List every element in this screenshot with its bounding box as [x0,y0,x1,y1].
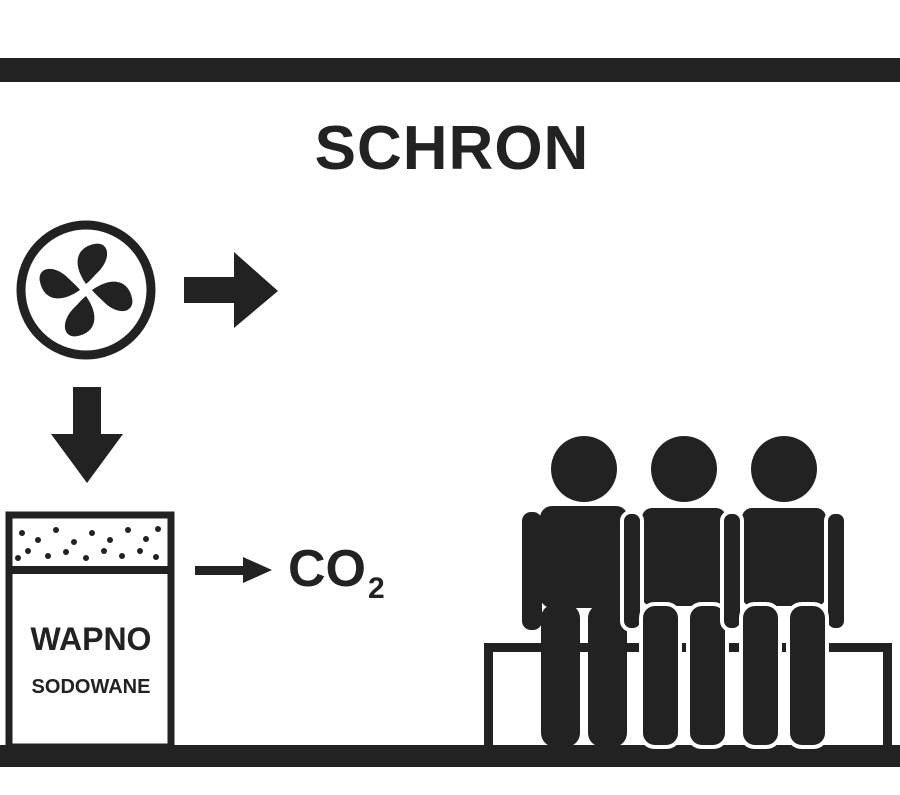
soda-lime-container [5,511,175,751]
co2-subscript: 2 [368,572,385,605]
granules [15,526,161,561]
person-icon-3 [720,436,848,749]
absorber-label-line2: SODOWANE [31,676,151,698]
co2-text: CO [288,540,366,598]
diagram-title: SCHRON [314,114,590,183]
floor-bar [0,745,900,767]
co2-arrow-icon [195,557,272,583]
ceiling-bar [0,58,900,82]
fan-icon [16,220,156,360]
arrow-down-icon [51,387,123,483]
absorber-label-line1: WAPNO [30,621,152,657]
co2-label: CO2 [288,543,385,604]
person-icon-1 [522,436,646,747]
arrow-right-icon [184,252,278,328]
